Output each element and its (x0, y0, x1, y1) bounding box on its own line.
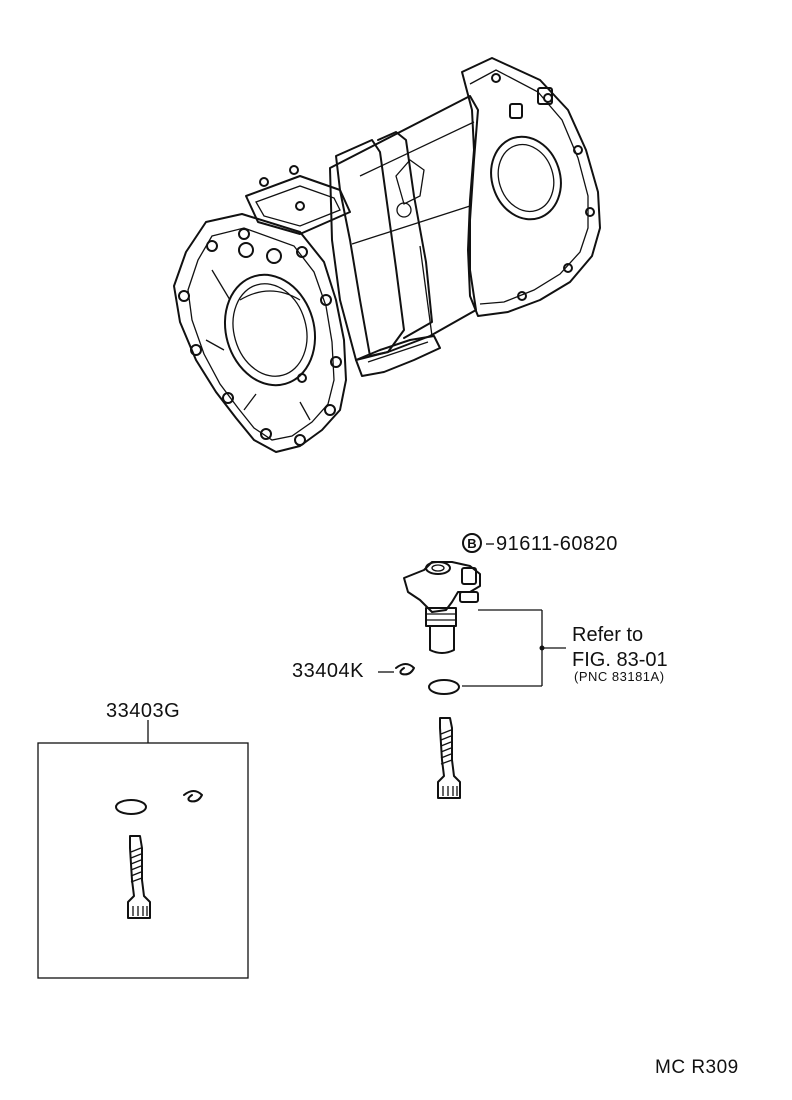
kit-part-number: 33403G (106, 700, 181, 722)
speedometer-sensor (403, 561, 481, 654)
reference-bracket (462, 609, 566, 687)
o-ring (428, 679, 460, 695)
transmission-case (173, 57, 601, 453)
refer-pnc-label: (PNC 83181A) (574, 669, 665, 684)
illustration-code: MC R309 (655, 1057, 739, 1078)
bolt-part-number: 91611-60820 (496, 533, 618, 555)
refer-figure-label: FIG. 83-01 (572, 649, 668, 671)
circled-letter-b-icon: B (462, 533, 482, 553)
driven-gear-shaft (437, 717, 461, 799)
clip-part-number: 33404K (292, 660, 364, 682)
clip-33404k (378, 663, 415, 676)
refer-to-label: Refer to (572, 624, 644, 646)
bolt-symbol-letter: B (467, 535, 477, 551)
kit-box (37, 720, 249, 979)
